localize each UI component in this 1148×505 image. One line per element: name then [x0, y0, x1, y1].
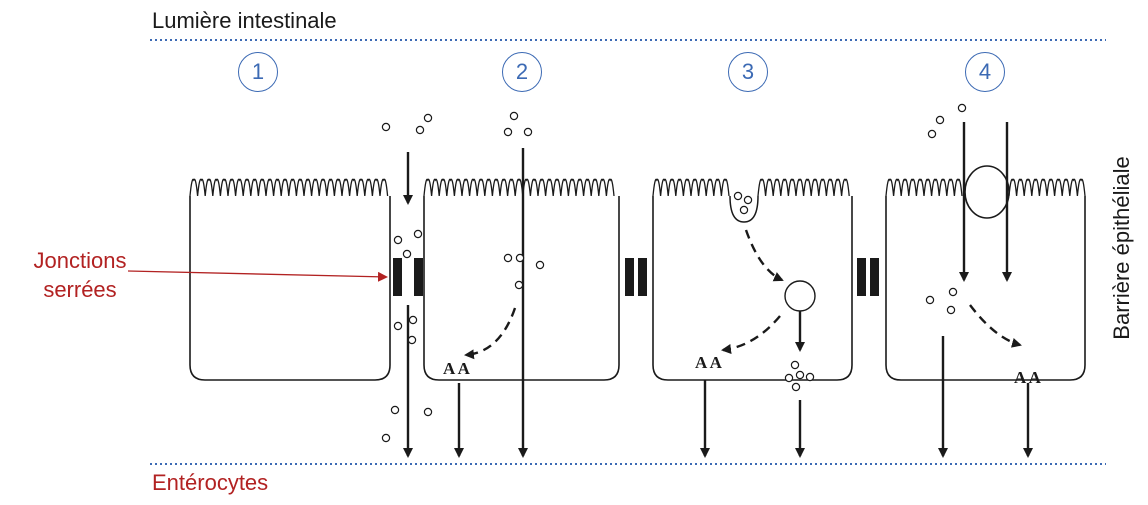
molecule-particle	[935, 115, 945, 125]
tight-junctions-label: Jonctions serrées	[10, 247, 150, 304]
molecule-particle	[957, 103, 967, 113]
molecule-particle	[523, 127, 533, 137]
molecule-particle	[393, 321, 403, 331]
arrow-dashed-2	[464, 307, 517, 360]
tight-junction-1b	[414, 258, 423, 296]
tight-junctions-label-line2: serrées	[43, 276, 117, 302]
tight-junction-3b	[870, 258, 879, 296]
microvilli	[189, 178, 1086, 197]
tight-junction-3a	[857, 258, 866, 296]
molecules	[381, 103, 967, 443]
molecule-particle	[925, 295, 935, 305]
pathway-number-2: 2	[502, 52, 542, 92]
arrow-dashed-3b	[721, 315, 781, 354]
antigen-label-4: A A	[1014, 368, 1042, 387]
molecule-particle	[739, 205, 749, 215]
molecule-particle	[946, 305, 956, 315]
molecule-particle	[393, 235, 403, 245]
tight-junction-2b	[638, 258, 647, 296]
molecule-particle	[402, 249, 412, 259]
enterocytes-label: Entérocytes	[152, 470, 269, 495]
molecule-particle	[381, 122, 391, 132]
microvilli-segment	[757, 178, 850, 197]
cell-2	[423, 196, 620, 381]
molecule-particle	[790, 360, 800, 370]
epithelial-barrier-label: Barrière épithéliale	[1109, 156, 1134, 340]
arrows	[403, 122, 1033, 458]
molecule-particle	[413, 229, 423, 239]
antigen-label-2: A A	[443, 359, 471, 378]
cell-1	[189, 196, 391, 381]
lumen-label: Lumière intestinale	[152, 8, 337, 33]
microvilli-segment	[189, 178, 389, 197]
molecule-particle	[407, 335, 417, 345]
molecule-particle	[423, 113, 433, 123]
molecule-particle	[791, 382, 801, 392]
tight-junction-1a	[393, 258, 402, 296]
arrow-dashed-3a	[744, 229, 784, 282]
molecule-particle	[423, 407, 433, 417]
arrow-dashed-4	[969, 304, 1022, 348]
tight-junction-2a	[625, 258, 634, 296]
microvilli-segment	[885, 178, 963, 197]
membrane-transporter	[964, 165, 1010, 219]
molecule-particle	[784, 373, 794, 383]
pathway-number-1: 1	[238, 52, 278, 92]
molecule-particle	[408, 315, 418, 325]
microvilli-segment	[652, 178, 730, 197]
molecule-particle	[515, 253, 525, 263]
microvilli-segment	[423, 178, 615, 197]
tight-junctions-label-line1: Jonctions	[33, 248, 127, 273]
cell-4	[885, 196, 1086, 381]
molecule-particle	[927, 129, 937, 139]
molecule-particle	[381, 433, 391, 443]
molecule-particle	[503, 127, 513, 137]
microvilli-segment	[1008, 178, 1086, 197]
molecule-particle	[514, 280, 524, 290]
molecule-particle	[743, 195, 753, 205]
molecule-particle	[795, 370, 805, 380]
molecule-particle	[535, 260, 545, 270]
molecule-particle	[415, 125, 425, 135]
molecule-particle	[805, 372, 815, 382]
pathway-number-3: 3	[728, 52, 768, 92]
cell-3	[652, 196, 853, 381]
pathway-number-4: 4	[965, 52, 1005, 92]
endocytic-pit	[729, 195, 759, 223]
molecule-particle	[390, 405, 400, 415]
molecule-particle	[509, 111, 519, 121]
molecule-particle	[948, 287, 958, 297]
tight-junctions	[393, 258, 879, 296]
tight-junction-pointer	[127, 270, 388, 282]
vesicle	[784, 280, 816, 312]
molecule-particle	[503, 253, 513, 263]
antigen-label-3: A A	[695, 353, 723, 372]
molecule-particle	[733, 191, 743, 201]
